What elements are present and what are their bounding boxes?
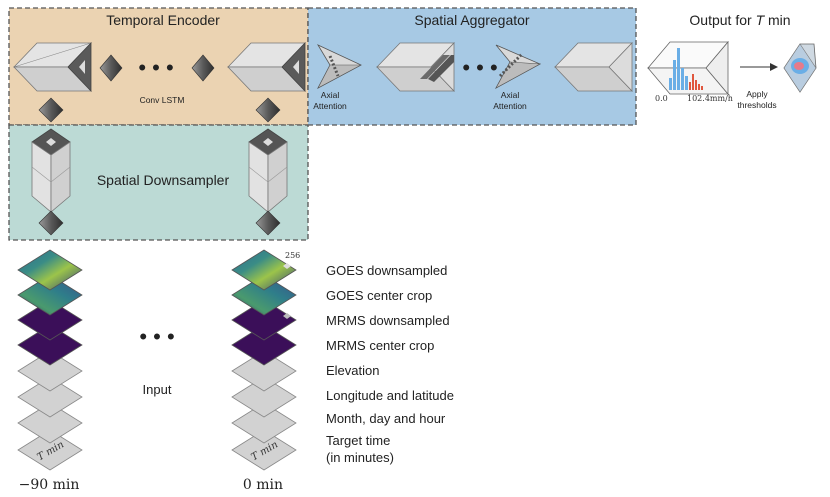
layer-label-mrms-downsampled: MRMS downsampled: [326, 313, 450, 328]
histogram-max-label: 102.4mm/h: [687, 94, 733, 103]
axial-attention-glyph-2: [495, 44, 542, 89]
aggregator-block-1: [376, 42, 455, 92]
threshold-arrowhead: [770, 63, 778, 71]
layer-label-month-day-hour: Month, day and hour: [326, 411, 446, 426]
thresholds-label: thresholds: [737, 100, 776, 110]
layer-label-elevation: Elevation: [326, 363, 379, 378]
layer-label-target-time: Target time: [326, 433, 390, 448]
tile-goes-down-left: [17, 249, 83, 291]
axial-attention-glyph-1: [316, 44, 362, 89]
spatial-downsampler-title: Spatial Downsampler: [97, 172, 230, 188]
spatial-aggregator-title: Spatial Aggregator: [414, 12, 530, 28]
layer-label-mrms-center-crop: MRMS center crop: [326, 338, 434, 353]
time-label-end: 0 min: [243, 477, 283, 493]
input-stack-left: [17, 249, 83, 471]
temporal-encoder-title: Temporal Encoder: [106, 12, 220, 28]
layer-label-goes-center-crop: GOES center crop: [326, 288, 432, 303]
link-pyramid-right-top: [255, 97, 281, 123]
axial-label-1: Axial: [321, 90, 340, 100]
attention-label-2: Attention: [493, 101, 527, 111]
layer-label-lon-lat: Longitude and latitude: [326, 388, 454, 403]
aggregator-ellipsis: • • •: [462, 55, 497, 80]
aggregator-block-2: [554, 42, 633, 92]
layer-label-goes-downsampled: GOES downsampled: [326, 263, 447, 278]
apply-label: Apply: [746, 89, 768, 99]
downsampler-block-right: [248, 128, 288, 213]
output-precip-map: [783, 43, 817, 93]
input-ellipsis: • • •: [139, 324, 174, 349]
crop-size-label: 256: [285, 251, 300, 260]
encoder-state-pyramid-2: [191, 54, 215, 82]
conv-lstm-label: Conv LSTM: [140, 95, 185, 105]
encoder-block-right: [227, 42, 306, 92]
input-label: Input: [143, 382, 172, 397]
histogram-min-label: 0.0: [655, 94, 668, 103]
input-stack-right: [231, 249, 297, 471]
encoder-block-left: [13, 42, 92, 92]
encoder-ellipsis: • • •: [138, 55, 173, 80]
link-pyramid-left-bottom: [38, 210, 64, 236]
output-title: Output for T min: [689, 12, 790, 28]
downsampler-block-left: [31, 128, 71, 213]
tile-goes-down-right: [231, 249, 297, 291]
time-label-start: −90 min: [19, 477, 80, 493]
output-histogram: [647, 40, 729, 96]
link-pyramid-right-bottom: [255, 210, 281, 236]
link-pyramid-left-top: [38, 97, 64, 123]
layer-label-in-minutes: (in minutes): [326, 450, 394, 465]
attention-label-1: Attention: [313, 101, 347, 111]
encoder-state-pyramid-1: [99, 54, 123, 82]
axial-label-2: Axial: [501, 90, 520, 100]
